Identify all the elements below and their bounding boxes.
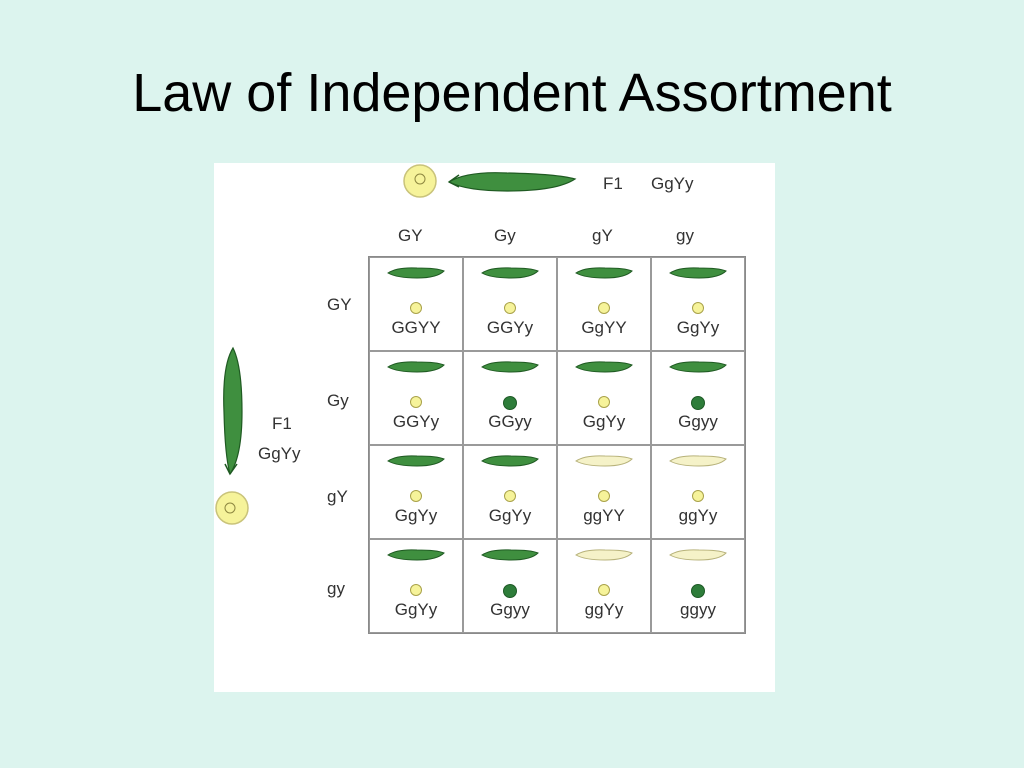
side-parent-label: F1	[272, 414, 292, 433]
yellow-seed-icon	[598, 396, 610, 408]
green-pod-icon	[669, 361, 727, 373]
green-pod-icon	[575, 361, 633, 373]
cell-genotype: GGyy	[488, 412, 532, 431]
yellow-pod-icon	[669, 455, 727, 467]
yellow-seed-icon	[504, 302, 516, 314]
cell-genotype: GGYy	[486, 318, 534, 337]
row-gamete-1: GY	[327, 295, 352, 314]
cell-genotype: GgYy	[394, 600, 438, 619]
cell-genotype: GGYy	[392, 412, 440, 431]
green-pod-icon	[387, 455, 445, 467]
cell-genotype: GgYy	[582, 412, 626, 431]
green-pod-icon	[481, 549, 539, 561]
cell-genotype: GgYy	[676, 318, 720, 337]
yellow-pod-icon	[575, 455, 633, 467]
top-parent-label: F1	[603, 174, 623, 193]
green-pod-icon	[387, 549, 445, 561]
punnett-cell: GgYy	[369, 445, 463, 539]
punnett-square-figure: F1 GgYy GY Gy gY gy GY Gy gY gy F1 GgYy …	[214, 163, 775, 692]
cell-genotype: GgYy	[488, 506, 532, 525]
punnett-cell: GgYy	[463, 445, 557, 539]
cell-genotype: GgYY	[581, 318, 627, 337]
yellow-seed-icon	[410, 302, 422, 314]
punnett-cell: GGYy	[369, 351, 463, 445]
green-pod-icon	[387, 267, 445, 279]
top-parent-seed-icon	[403, 164, 437, 198]
top-parent-genotype: GgYy	[651, 174, 694, 193]
punnett-cell: ggyy	[651, 539, 745, 633]
punnett-cell: GGYY	[369, 257, 463, 351]
green-seed-icon	[691, 584, 705, 598]
green-seed-icon	[691, 396, 705, 410]
green-pod-icon	[481, 455, 539, 467]
cell-genotype: ggYY	[583, 506, 625, 525]
cell-genotype: GgYy	[394, 506, 438, 525]
yellow-pod-icon	[669, 549, 727, 561]
yellow-seed-icon	[504, 490, 516, 502]
punnett-cell: ggYy	[557, 539, 651, 633]
yellow-seed-icon	[692, 490, 704, 502]
cell-genotype: ggYy	[678, 506, 718, 525]
green-pod-icon	[669, 267, 727, 279]
green-pod-icon	[481, 361, 539, 373]
yellow-seed-icon	[598, 584, 610, 596]
row-gamete-2: Gy	[327, 391, 349, 410]
green-pod-icon	[481, 267, 539, 279]
row-gamete-3: gY	[327, 487, 348, 506]
punnett-cell: GGyy	[463, 351, 557, 445]
slide-title: Law of Independent Assortment	[132, 63, 892, 123]
column-gamete-1: GY	[398, 226, 423, 245]
green-pod-icon	[575, 267, 633, 279]
cell-genotype: ggYy	[584, 600, 624, 619]
punnett-cell: GGYy	[463, 257, 557, 351]
yellow-pod-icon	[575, 549, 633, 561]
green-pod-icon	[387, 361, 445, 373]
side-parent-genotype: GgYy	[258, 444, 301, 463]
cell-genotype: Ggyy	[678, 412, 718, 431]
side-parent-pod-icon	[223, 346, 243, 476]
punnett-cell: GgYY	[557, 257, 651, 351]
row-gamete-4: gy	[327, 579, 345, 598]
punnett-cell: ggYY	[557, 445, 651, 539]
yellow-seed-icon	[598, 302, 610, 314]
punnett-cell: Ggyy	[463, 539, 557, 633]
punnett-cell: GgYy	[651, 257, 745, 351]
side-parent-seed-icon	[215, 491, 249, 525]
punnett-cell: ggYy	[651, 445, 745, 539]
cell-genotype: GGYY	[391, 318, 441, 337]
green-seed-icon	[503, 584, 517, 598]
green-seed-icon	[503, 396, 517, 410]
punnett-cell: GgYy	[557, 351, 651, 445]
cell-genotype: ggyy	[680, 600, 716, 619]
cell-genotype: Ggyy	[490, 600, 530, 619]
top-parent-pod-icon	[447, 172, 577, 192]
column-gamete-4: gy	[676, 226, 694, 245]
yellow-seed-icon	[692, 302, 704, 314]
yellow-seed-icon	[598, 490, 610, 502]
yellow-seed-icon	[410, 584, 422, 596]
punnett-cell: GgYy	[369, 539, 463, 633]
yellow-seed-icon	[410, 396, 422, 408]
yellow-seed-icon	[410, 490, 422, 502]
column-gamete-3: gY	[592, 226, 613, 245]
punnett-cell: Ggyy	[651, 351, 745, 445]
column-gamete-2: Gy	[494, 226, 516, 245]
